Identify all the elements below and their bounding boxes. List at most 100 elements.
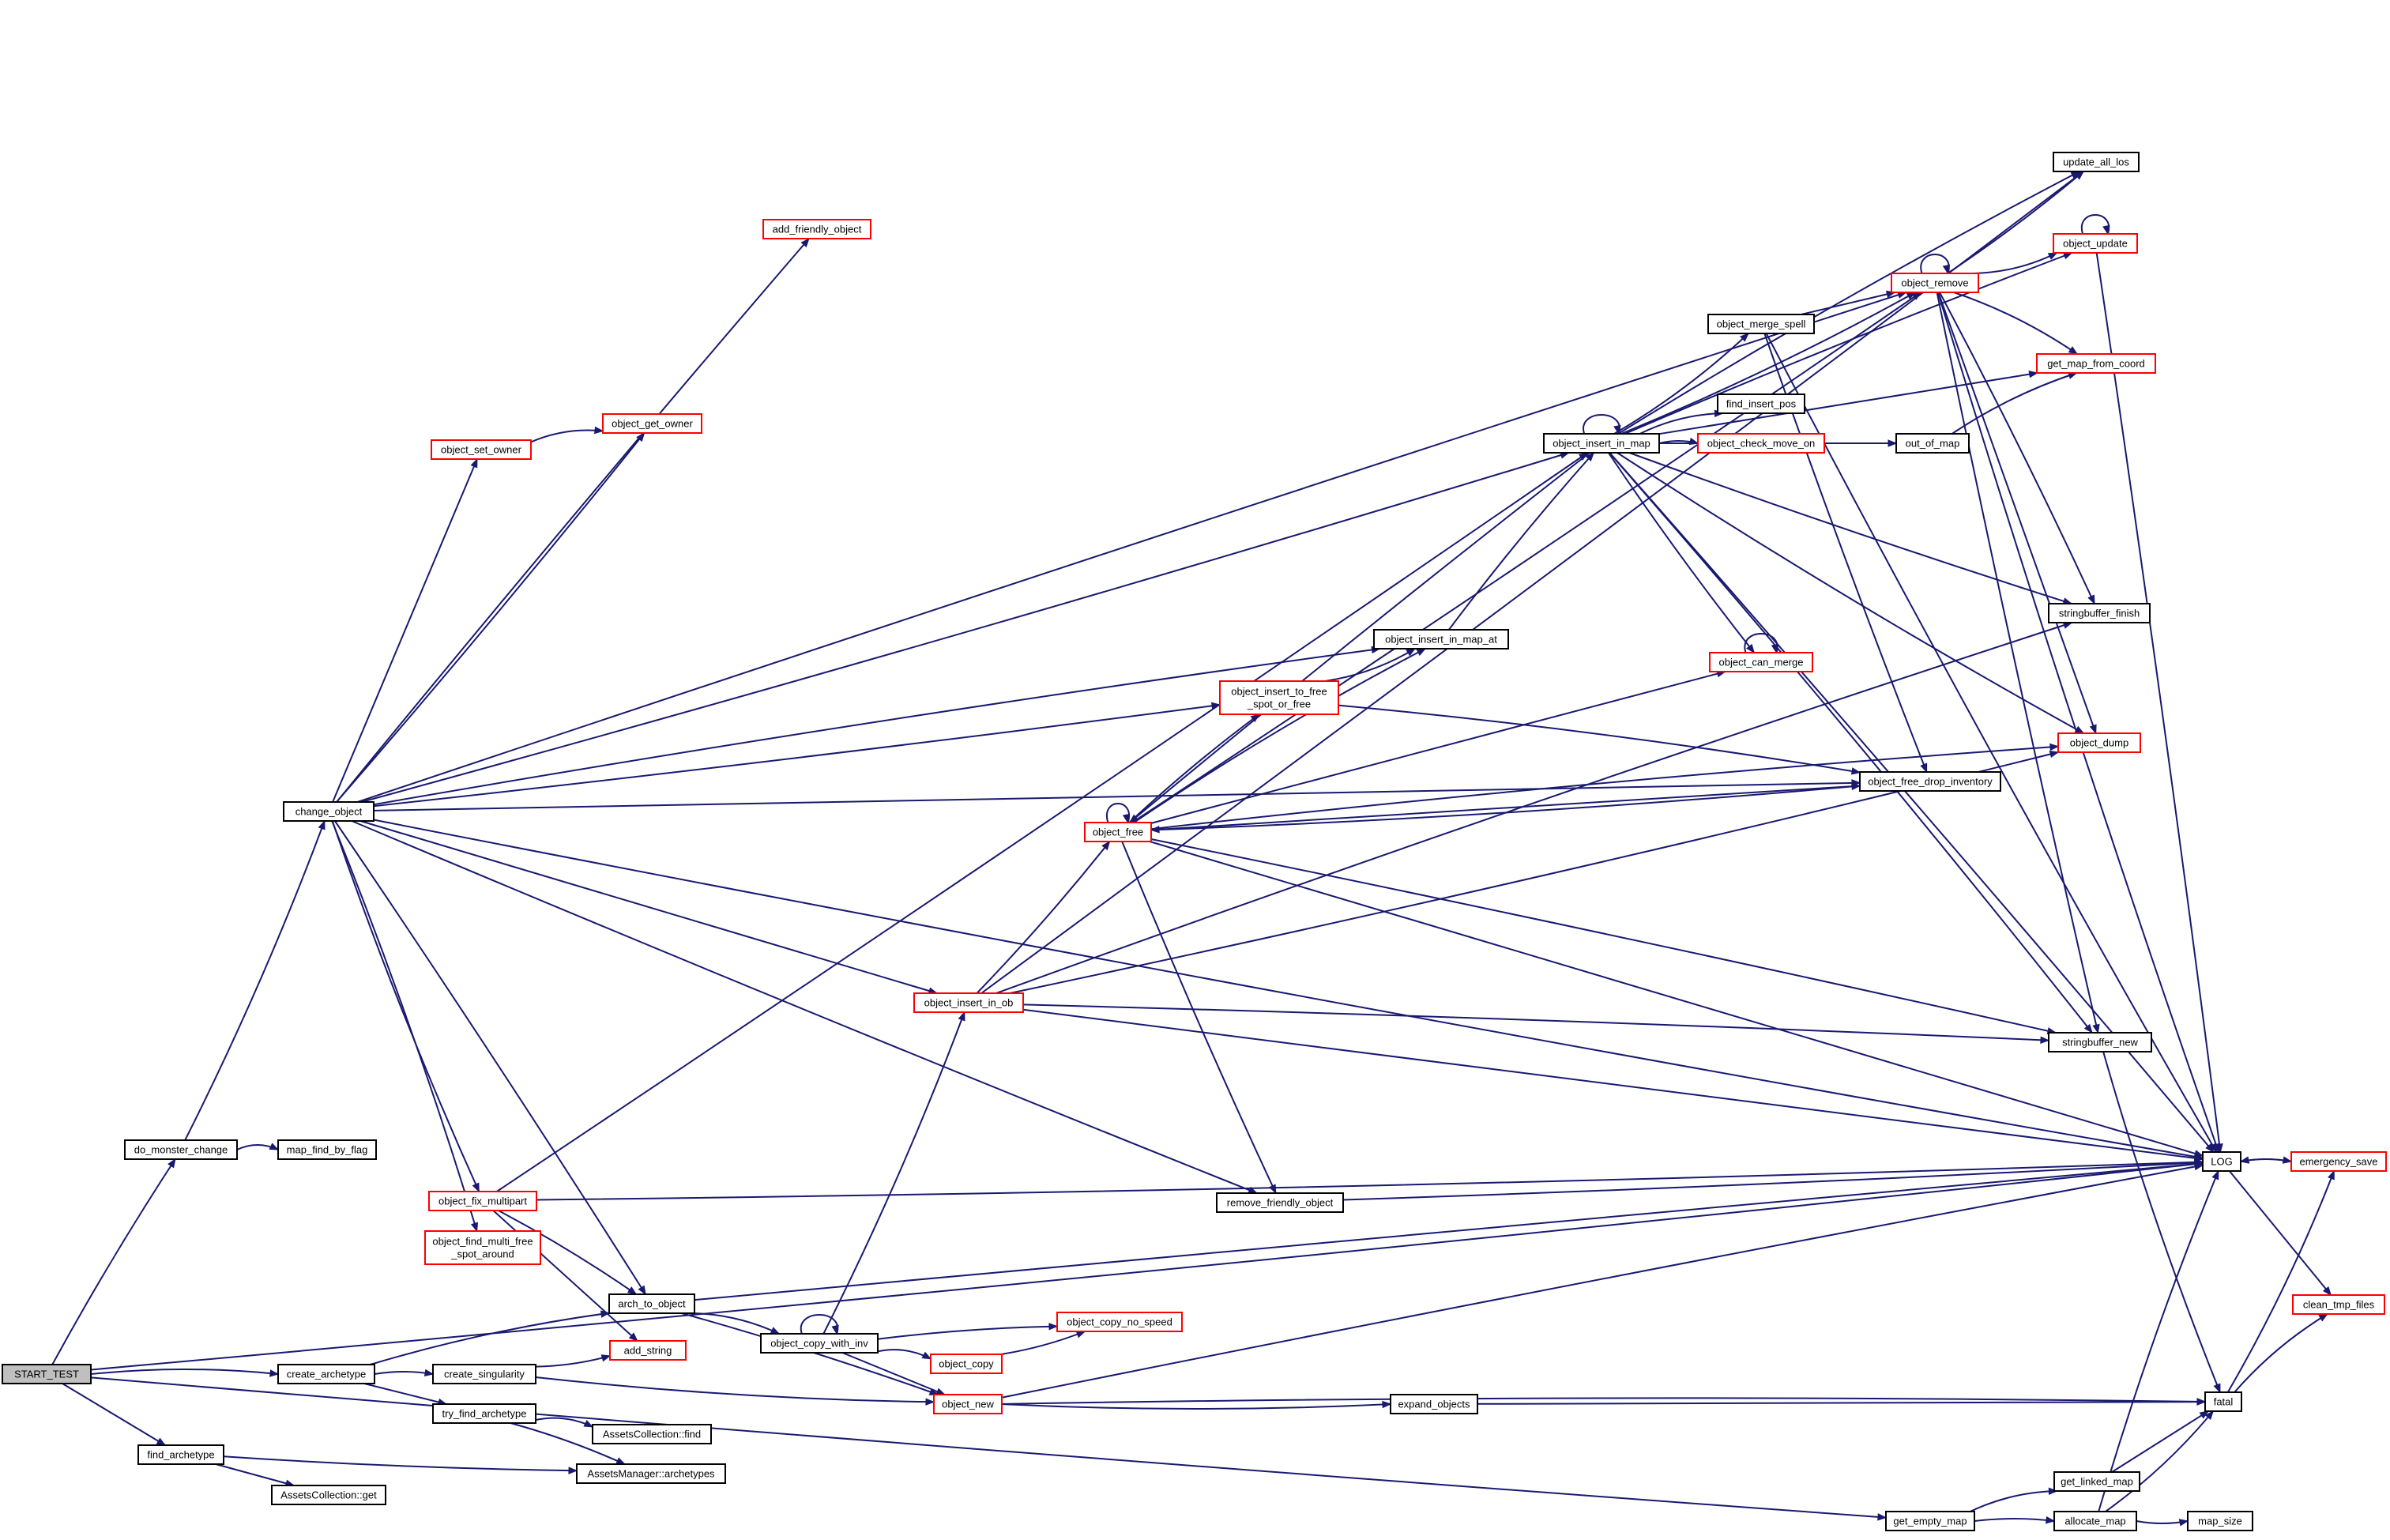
node-box[interactable] [1891,273,1979,293]
node-box[interactable] [428,1191,537,1211]
node-box[interactable] [432,1403,536,1424]
node-box[interactable] [1373,629,1509,650]
node-object-find-multi-free-spot-around[interactable]: object_find_multi_free_spot_around [424,1230,541,1265]
node-map-size[interactable]: map_size [2187,1511,2253,1531]
node-add-friendly-object[interactable]: add_friendly_object [762,219,871,239]
node-box[interactable] [1717,393,1805,414]
node-box[interactable] [762,219,871,239]
node-add-string[interactable]: add_string [609,1340,687,1361]
node-box[interactable] [124,1139,238,1160]
node-start-test[interactable]: START_TEST [2,1364,92,1384]
node-log[interactable]: LOG [2202,1151,2241,1172]
node-object-update[interactable]: object_update [2053,233,2138,254]
node-box[interactable] [2036,353,2156,374]
node-box[interactable] [2,1364,92,1384]
node-create-archetype[interactable]: create_archetype [277,1364,375,1384]
node-object-set-owner[interactable]: object_set_owner [431,439,532,460]
node-box[interactable] [602,413,702,434]
node-object-copy-no-speed[interactable]: object_copy_no_speed [1056,1312,1183,1332]
node-box[interactable] [1084,822,1152,842]
node-get-map-from-coord[interactable]: get_map_from_coord [2036,353,2156,374]
node-update-all-los[interactable]: update_all_los [2053,152,2140,172]
node-try-find-archetype[interactable]: try_find_archetype [432,1403,536,1424]
node-object-copy[interactable]: object_copy [930,1354,1003,1374]
node-assetscollection-get[interactable]: AssetsCollection::get [271,1485,386,1505]
node-object-merge-spell[interactable]: object_merge_spell [1707,314,1815,334]
node-object-remove[interactable]: object_remove [1891,273,1979,293]
node-object-check-move-on[interactable]: object_check_move_on [1697,433,1825,454]
node-object-fix-multipart[interactable]: object_fix_multipart [428,1191,537,1211]
node-box[interactable] [2048,603,2151,623]
node-emergency-save[interactable]: emergency_save [2290,1151,2387,1172]
node-find-insert-pos[interactable]: find_insert_pos [1717,393,1805,414]
node-box[interactable] [608,1293,695,1314]
node-object-can-merge[interactable]: object_can_merge [1709,652,1813,672]
node-find-archetype[interactable]: find_archetype [137,1444,224,1465]
node-stringbuffer-new[interactable]: stringbuffer_new [2048,1032,2152,1052]
node-object-new[interactable]: object_new [933,1394,1003,1414]
node-stringbuffer-finish[interactable]: stringbuffer_finish [2048,603,2151,623]
node-allocate-map[interactable]: allocate_map [2053,1511,2137,1531]
node-box[interactable] [592,1424,712,1444]
node-box[interactable] [2292,1294,2385,1315]
node-object-dump[interactable]: object_dump [2057,732,2141,753]
node-box[interactable] [2290,1151,2387,1172]
node-box[interactable] [1216,1192,1344,1213]
node-object-insert-to-free-spot-or-free[interactable]: object_insert_to_free_spot_or_free [1219,680,1339,715]
node-do-monster-change[interactable]: do_monster_change [124,1139,238,1160]
node-box[interactable] [2048,1032,2152,1052]
node-box[interactable] [2202,1151,2241,1172]
node-object-copy-with-inv[interactable]: object_copy_with_inv [760,1333,879,1354]
node-box[interactable] [1895,433,1970,454]
node-box[interactable] [2053,152,2140,172]
node-box[interactable] [271,1485,386,1505]
node-fatal[interactable]: fatal [2204,1391,2242,1412]
node-box[interactable] [2053,233,2138,254]
node-create-singularity[interactable]: create_singularity [432,1364,536,1384]
node-object-free[interactable]: object_free [1084,822,1152,842]
node-map-find-by-flag[interactable]: map_find_by_flag [277,1139,377,1160]
node-box[interactable] [1219,680,1339,715]
node-change-object[interactable]: change_object [283,801,374,822]
node-box[interactable] [1709,652,1813,672]
node-assetscollection-find[interactable]: AssetsCollection::find [592,1424,712,1444]
node-box[interactable] [2053,1471,2140,1492]
node-object-free-drop-inventory[interactable]: object_free_drop_inventory [1859,771,2001,792]
node-clean-tmp-files[interactable]: clean_tmp_files [2292,1294,2385,1315]
node-box[interactable] [1056,1312,1183,1332]
node-box[interactable] [432,1364,536,1384]
node-remove-friendly-object[interactable]: remove_friendly_object [1216,1192,1344,1213]
node-object-insert-in-map[interactable]: object_insert_in_map [1543,433,1660,454]
node-object-insert-in-ob[interactable]: object_insert_in_ob [913,992,1024,1013]
node-box[interactable] [930,1354,1003,1374]
node-out-of-map[interactable]: out_of_map [1895,433,1970,454]
node-get-linked-map[interactable]: get_linked_map [2053,1471,2140,1492]
node-box[interactable] [277,1364,375,1384]
node-box[interactable] [1697,433,1825,454]
node-box[interactable] [1543,433,1660,454]
node-box[interactable] [760,1333,879,1354]
node-box[interactable] [1859,771,2001,792]
node-box[interactable] [277,1139,377,1160]
node-get-empty-map[interactable]: get_empty_map [1885,1511,1975,1531]
node-expand-objects[interactable]: expand_objects [1390,1394,1478,1414]
node-box[interactable] [2204,1391,2242,1412]
node-box[interactable] [283,801,374,822]
node-box[interactable] [933,1394,1003,1414]
node-box[interactable] [1885,1511,1975,1531]
node-box[interactable] [2057,732,2141,753]
node-box[interactable] [431,439,532,460]
node-object-insert-in-map-at[interactable]: object_insert_in_map_at [1373,629,1509,650]
node-arch-to-object[interactable]: arch_to_object [608,1293,695,1314]
node-assetsmanager-archetypes[interactable]: AssetsManager::archetypes [576,1463,726,1484]
node-box[interactable] [137,1444,224,1465]
node-box[interactable] [1707,314,1815,334]
node-box[interactable] [2053,1511,2137,1531]
node-box[interactable] [424,1230,541,1265]
node-box[interactable] [913,992,1024,1013]
node-box[interactable] [576,1463,726,1484]
node-box[interactable] [609,1340,687,1361]
node-object-get-owner[interactable]: object_get_owner [602,413,702,434]
node-box[interactable] [2187,1511,2253,1531]
node-box[interactable] [1390,1394,1478,1414]
